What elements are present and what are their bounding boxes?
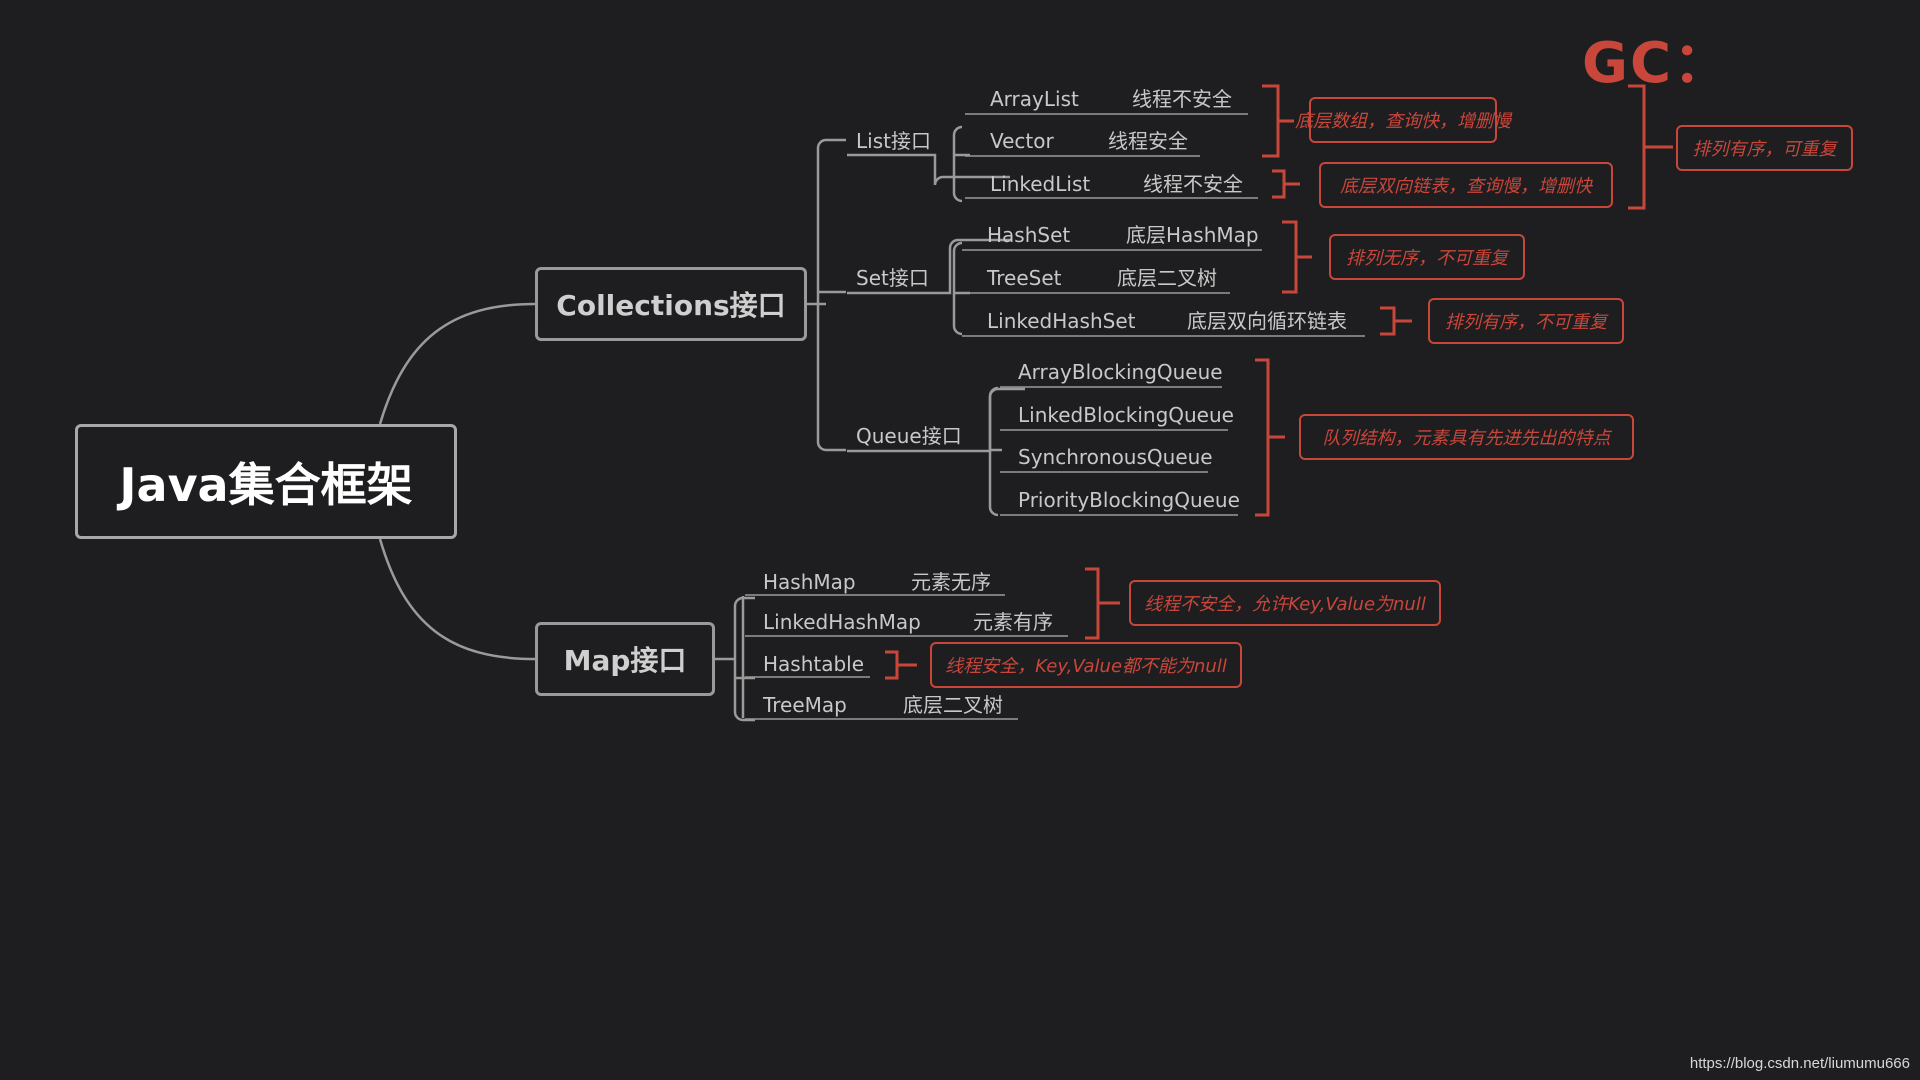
collections-node: Collections接口 — [535, 267, 807, 341]
queue-node: Queue接口 — [856, 424, 962, 448]
linkedblockingqueue-label: LinkedBlockingQueue — [1018, 403, 1234, 427]
note-queue: 队列结构，元素具有先进先出的特点 — [1299, 414, 1634, 460]
note-hashtable: 线程安全，Key,Value都不能为null — [930, 642, 1242, 688]
note-list: 排列有序，可重复 — [1676, 125, 1853, 171]
root-node: Java集合框架 — [75, 424, 457, 539]
list-node: List接口 — [856, 129, 931, 153]
linkedhashset-label: LinkedHashSet — [987, 309, 1136, 333]
map-node: Map接口 — [535, 622, 715, 696]
treeset-desc: 底层二叉树 — [1117, 266, 1217, 290]
synchronousqueue-label: SynchronousQueue — [1018, 445, 1213, 469]
linkedlist-desc: 线程不安全 — [1143, 172, 1243, 196]
gc-label: GC： — [1582, 31, 1732, 96]
linkedlist-label: LinkedList — [990, 172, 1091, 196]
watermark-url: https://blog.csdn.net/liumumu666 — [1689, 1055, 1910, 1072]
note-linkedhashset: 排列有序，不可重复 — [1428, 298, 1624, 344]
set-node: Set接口 — [856, 266, 929, 290]
vector-desc: 线程安全 — [1108, 129, 1188, 153]
hashmap-label: HashMap — [763, 570, 856, 594]
note-hashmap: 线程不安全，允许Key,Value为null — [1129, 580, 1441, 626]
hashset-desc: 底层HashMap — [1126, 223, 1259, 247]
note-arraylist-vector: 底层数组，查询快，增删慢 — [1295, 97, 1511, 143]
priorityblockingqueue-label: PriorityBlockingQueue — [1018, 488, 1240, 512]
linkedhashmap-label: LinkedHashMap — [763, 610, 921, 634]
treemap-label: TreeMap — [763, 693, 847, 717]
hashmap-desc: 元素无序 — [911, 570, 991, 594]
hashset-label: HashSet — [987, 223, 1071, 247]
note-hashset-treeset: 排列无序，不可重复 — [1329, 234, 1525, 280]
treemap-desc: 底层二叉树 — [903, 693, 1003, 717]
linkedhashmap-desc: 元素有序 — [973, 610, 1053, 634]
arraylist-desc: 线程不安全 — [1132, 87, 1232, 111]
arrayblockingqueue-label: ArrayBlockingQueue — [1018, 360, 1223, 384]
vector-label: Vector — [990, 129, 1054, 153]
arraylist-label: ArrayList — [990, 87, 1079, 111]
linkedhashset-desc: 底层双向循环链表 — [1187, 309, 1347, 333]
hashtable-label: Hashtable — [763, 652, 865, 676]
note-linkedlist: 底层双向链表，查询慢，增删快 — [1319, 162, 1613, 208]
treeset-label: TreeSet — [987, 266, 1062, 290]
